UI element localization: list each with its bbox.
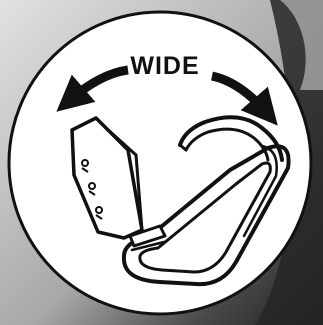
wide-label: WIDE [115,52,215,81]
